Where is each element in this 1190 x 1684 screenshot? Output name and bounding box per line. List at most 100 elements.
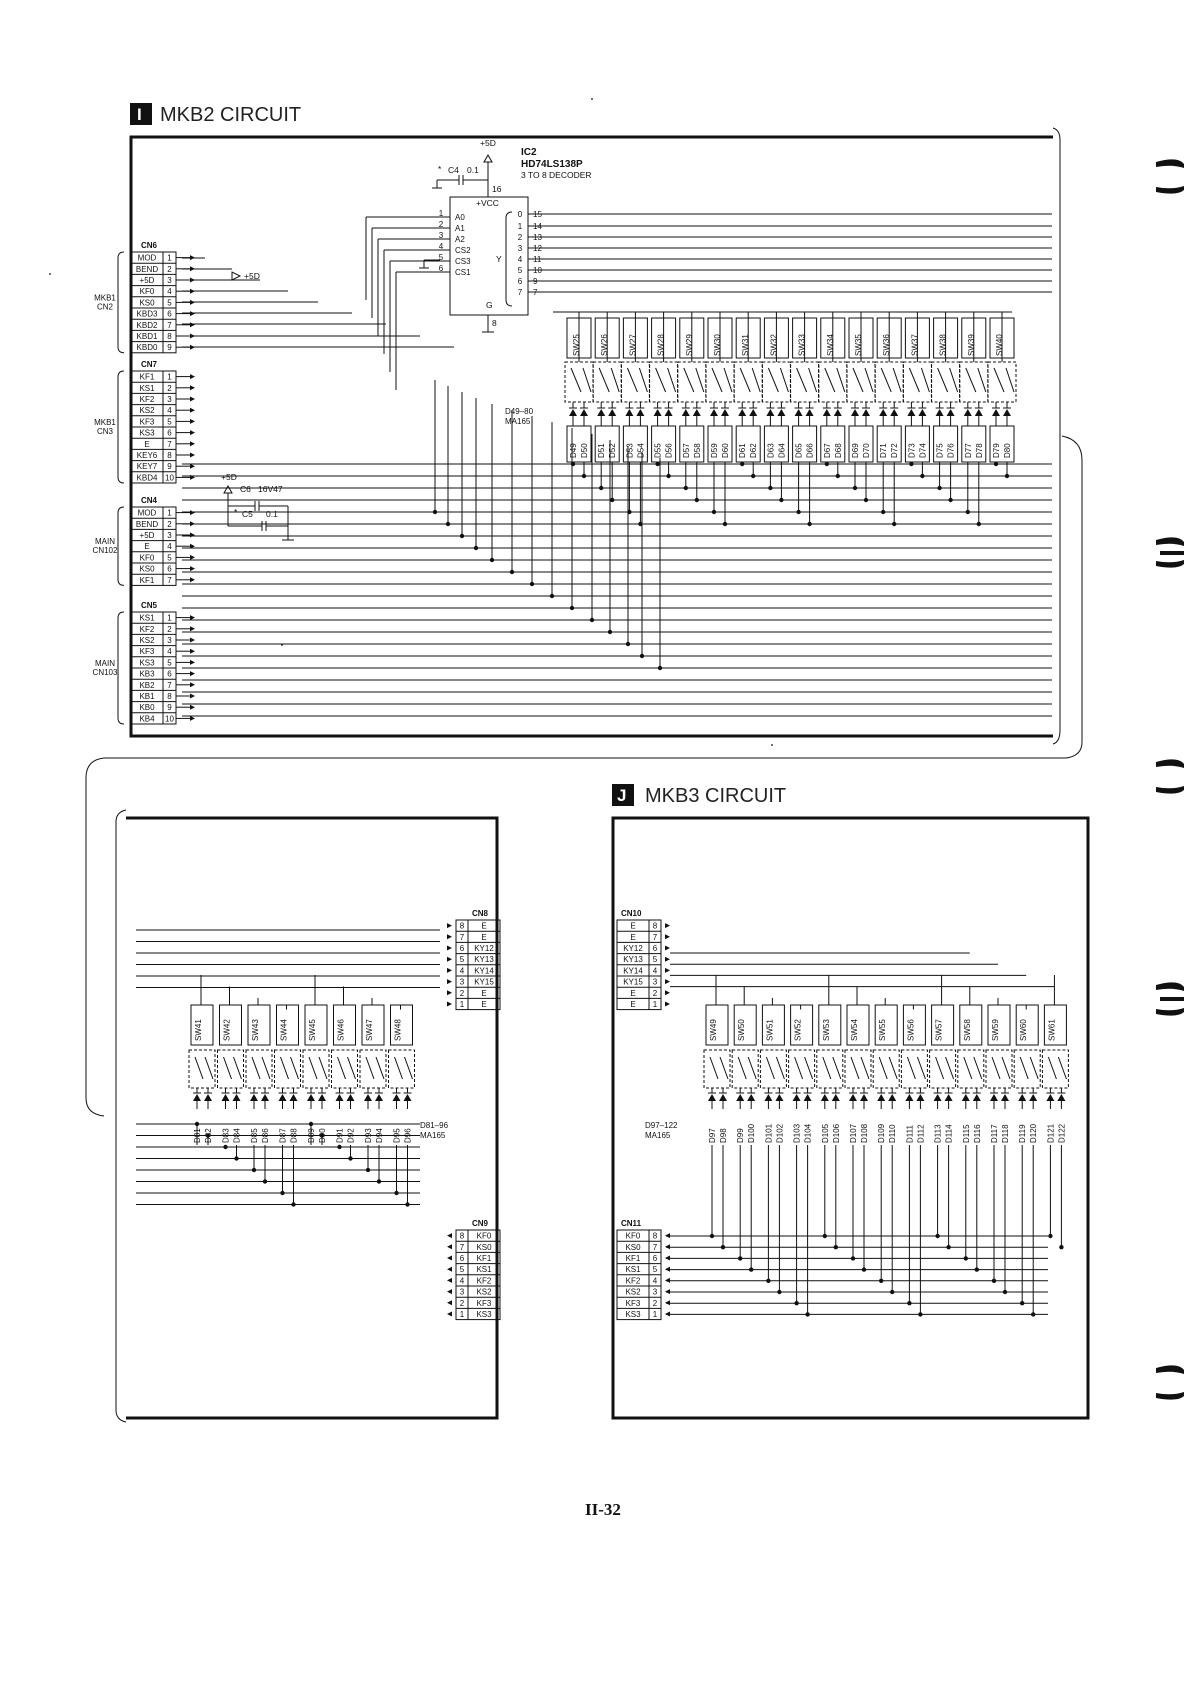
signal-arrow <box>447 923 452 929</box>
diode-label: D56 <box>665 443 674 458</box>
diode-symbol <box>636 409 645 416</box>
diode-label: D103 <box>793 1123 802 1143</box>
connector-pin-number: 1 <box>167 254 172 263</box>
junction-dot <box>549 593 555 599</box>
diode-label-box <box>594 425 620 463</box>
signal-arrow <box>190 463 195 469</box>
diode-label-box <box>961 425 987 463</box>
ic2-part: HD74LS138P <box>521 159 583 170</box>
connector-pin-number: 3 <box>167 531 172 540</box>
connector-pin-number: 2 <box>460 1299 465 1308</box>
junction-dot <box>570 461 576 467</box>
page-number: II-32 <box>585 1500 621 1519</box>
connector-pin-number: 2 <box>167 384 172 393</box>
diode-symbol <box>794 409 803 416</box>
connector-pin-number: 8 <box>653 922 658 931</box>
switch-contact <box>1005 367 1015 393</box>
diode-symbol <box>738 409 747 416</box>
switch-body <box>759 1049 787 1089</box>
connector-pin-name: KS1 <box>476 1265 492 1274</box>
switch-contact <box>767 367 779 393</box>
connector-pin-number: 8 <box>653 1232 658 1241</box>
diode-label: D78 <box>975 443 984 458</box>
switch-contact <box>906 1056 916 1080</box>
switch-body <box>816 1049 844 1089</box>
junction-dot <box>937 485 942 491</box>
switch-body <box>902 361 932 403</box>
ic2-ref: IC2 <box>521 147 537 158</box>
switch-contact <box>739 367 751 393</box>
signal-arrow <box>665 1001 670 1007</box>
diode-symbol <box>375 1094 383 1101</box>
switch-label: SW27 <box>628 334 637 356</box>
diode-symbol <box>1029 1094 1038 1101</box>
connector-side-ref: CN2 <box>97 302 114 311</box>
diode-label: D111 <box>905 1125 914 1143</box>
mkb3-title: MKB3 CIRCUIT <box>645 785 786 807</box>
diode-label-box <box>933 425 959 463</box>
signal-arrow <box>190 452 195 458</box>
switch-contact <box>949 367 959 393</box>
switch-body <box>592 361 622 403</box>
diode-symbol <box>608 409 617 416</box>
diode-label: D55 <box>654 443 663 458</box>
junction-dot <box>824 461 829 467</box>
signal-arrow <box>190 385 195 391</box>
connector-pin-number: 1 <box>653 1310 658 1319</box>
signal-arrow <box>665 945 670 951</box>
connector-side-label: MAIN <box>95 537 115 546</box>
switch-label: SW53 <box>822 1019 831 1041</box>
signal-arrow <box>190 715 195 721</box>
junction-dot <box>740 461 745 467</box>
switch-label-box <box>705 1004 729 1046</box>
diode-symbol <box>974 409 983 416</box>
switch-body <box>1041 1049 1069 1089</box>
switch-contact <box>993 367 1005 393</box>
switch-label-box <box>846 1004 870 1046</box>
connector-bracket <box>117 370 125 484</box>
diode-symbol <box>318 1094 326 1101</box>
connector-pin-name: KB1 <box>139 692 155 701</box>
diode-label-box <box>989 425 1015 463</box>
signal-arrow <box>190 648 195 654</box>
connector-pin-name: KB0 <box>139 703 155 712</box>
diode-label: D50 <box>580 443 589 458</box>
switch-contact <box>598 367 610 393</box>
ic2-body <box>449 196 529 316</box>
connector-pin-name: E <box>481 989 486 998</box>
connector-pin-name: KS3 <box>139 658 155 667</box>
junction-dot <box>909 461 914 467</box>
switch-contact <box>888 1056 898 1080</box>
connector-pin-name: KF1 <box>140 576 155 585</box>
switch-body <box>705 361 735 403</box>
junction-dot <box>1048 1233 1053 1239</box>
connector-pin-name: KF0 <box>140 287 155 296</box>
connector-pin-name: KS3 <box>476 1310 492 1319</box>
diode-symbol <box>749 409 758 416</box>
switch-contact <box>804 1056 814 1080</box>
diode-symbol <box>681 409 690 416</box>
connector-pin-name: E <box>481 933 486 942</box>
switch-label: SW55 <box>878 1019 887 1041</box>
signal-arrow <box>447 967 452 973</box>
switch-label: SW57 <box>935 1019 944 1041</box>
switch-label-box <box>333 1004 356 1046</box>
diode-label: D63 <box>766 443 775 458</box>
switch-contact <box>308 1056 318 1080</box>
connector-ref: CN4 <box>141 496 158 505</box>
diode-label-box <box>792 425 818 463</box>
connector-pin-number: 4 <box>167 287 172 296</box>
connector-pin-name: KS1 <box>139 384 155 393</box>
ic2-input-name: A0 <box>455 213 465 222</box>
switch-body <box>677 361 707 403</box>
diode-symbol <box>792 1094 801 1101</box>
diode-label: D79 <box>992 443 1001 458</box>
switch-body <box>844 1049 872 1089</box>
diode-label: D108 <box>860 1123 869 1143</box>
signal-arrow <box>665 923 670 929</box>
diode-label: D107 <box>849 1123 858 1143</box>
junction-dot <box>666 473 671 479</box>
diode-symbol <box>1003 409 1011 416</box>
connector-pin-number: 1 <box>460 1000 465 1009</box>
switch-label: SW37 <box>910 334 919 356</box>
